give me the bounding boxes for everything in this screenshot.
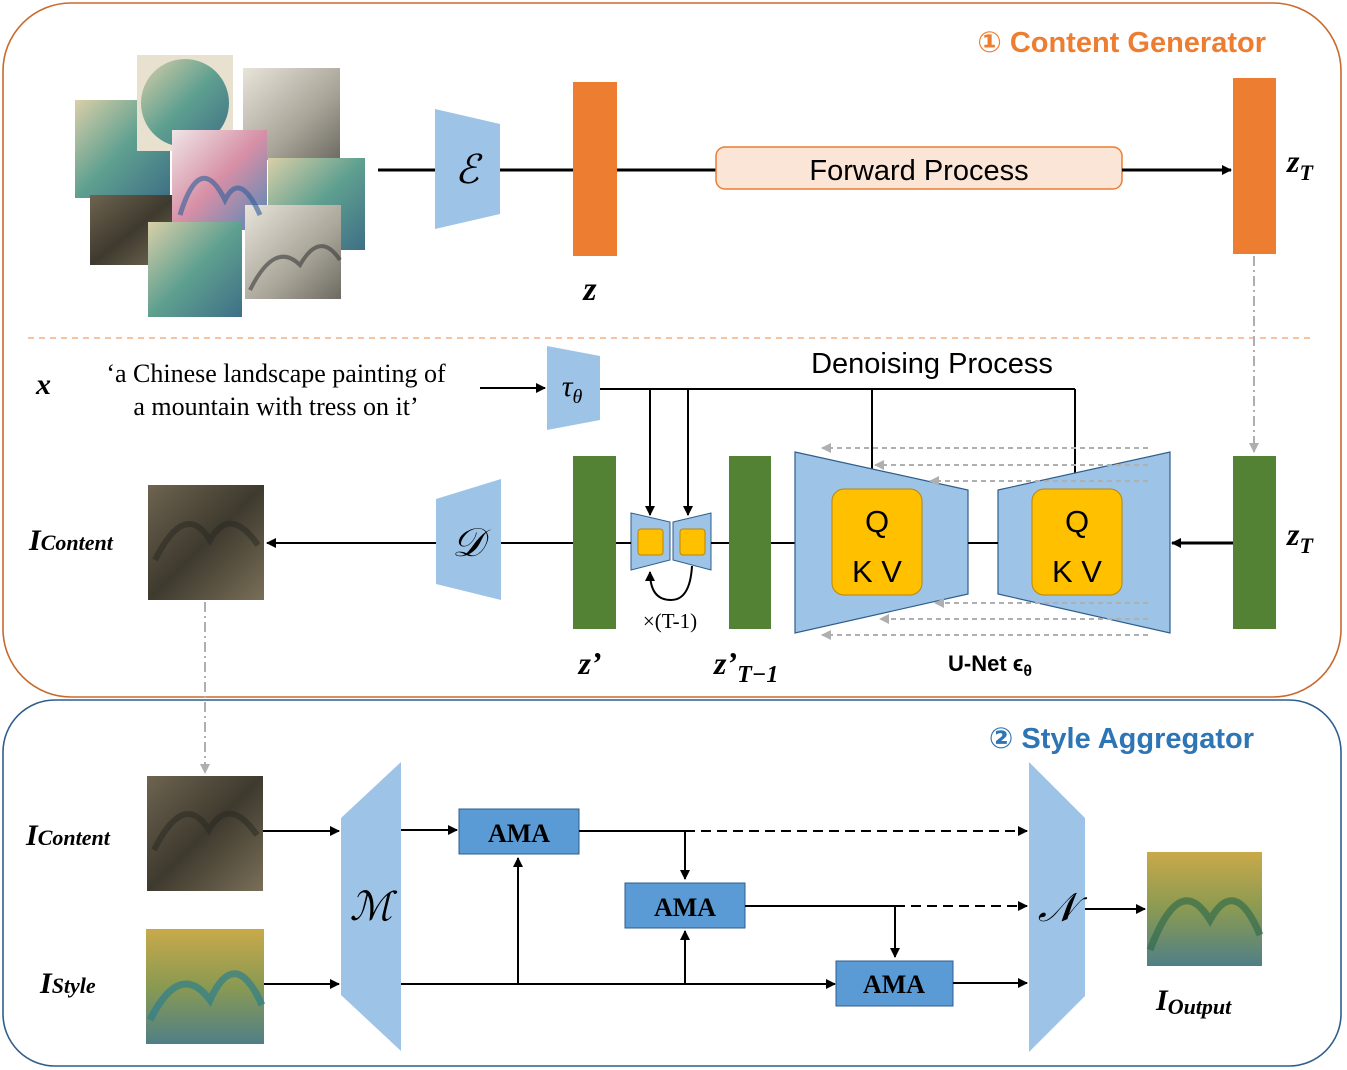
content-input-subscript: Content	[38, 825, 111, 850]
cross-attention-block-2	[1031, 488, 1123, 596]
content-image-subscript: Content	[41, 530, 114, 555]
text-encoder-trapezoid	[547, 346, 600, 430]
encoder-trapezoid	[435, 109, 500, 229]
style-decoder-trapezoid	[1029, 762, 1085, 1052]
training-paintings-collage	[75, 55, 365, 317]
encoder-symbol: ℰ	[455, 147, 483, 193]
attention-1-kv: K V	[852, 554, 902, 589]
latent-z	[573, 82, 617, 256]
style-input-label: IStyle	[39, 967, 96, 1000]
ama-block-1[interactable]	[458, 808, 580, 855]
unet-label-subscript: θ	[1023, 663, 1032, 680]
output-image-subscript: Output	[1168, 994, 1232, 1019]
decoder-trapezoid	[436, 479, 501, 600]
text-encoder-label: τθ	[562, 370, 583, 408]
content-generator-title: ① Content Generator	[977, 27, 1266, 59]
style-image-mountains	[146, 970, 266, 1022]
style-encoder-trapezoid	[341, 762, 401, 1051]
latent-zT	[1233, 78, 1276, 254]
output-image-label: IOutput	[1155, 984, 1232, 1019]
loop-arrow	[645, 565, 693, 602]
forward-process-box	[715, 146, 1123, 190]
style-aggregator-title: ② Style Aggregator	[989, 723, 1254, 755]
text-encoder-subscript: θ	[572, 386, 582, 408]
latent-z-prime-T1-subscript: T−1	[737, 662, 778, 688]
attention-2-q: Q	[1065, 504, 1089, 539]
latent-z-prime-T1-label: z’T−1	[713, 645, 778, 688]
text-condition-symbol: x	[35, 368, 51, 401]
style-aggregator-panel	[2, 699, 1342, 1067]
latent-zT-label: zT	[1286, 143, 1314, 185]
latent-zT-subscript: T	[1299, 160, 1314, 185]
painting-mountain-strokes	[177, 175, 263, 217]
style-image-input	[146, 929, 264, 1044]
output-image-mountains	[1146, 897, 1264, 952]
denoising-process-label: Denoising Process	[811, 348, 1053, 380]
content-image-ink-strokes	[152, 520, 261, 562]
attention-1-q: Q	[865, 504, 889, 539]
content-input-label: IContent	[25, 819, 111, 852]
latent-z-prime-label: z’	[577, 645, 601, 681]
painting-round-fan	[141, 59, 229, 147]
latent-zT-noisy-label: zT	[1286, 516, 1314, 558]
style-encoder-symbol: ℳ	[350, 884, 398, 930]
latent-zT-noisy-subscript: T	[1299, 533, 1314, 558]
content-input-ink-strokes	[151, 810, 260, 852]
small-attention-block-2	[679, 528, 706, 556]
ama-block-3[interactable]	[835, 960, 954, 1007]
content-generator-panel	[2, 2, 1342, 698]
content-image-label: IContent	[28, 524, 114, 557]
latent-z-label: z	[582, 271, 597, 308]
ama-block-2[interactable]	[624, 882, 746, 929]
unet-label: U-Net ϵθ	[948, 651, 1032, 680]
painting-thumbnail	[148, 222, 242, 317]
prompt-line-1: ‘a Chinese landscape painting of	[106, 359, 446, 388]
forward-process-label: Forward Process	[809, 155, 1028, 187]
prompt-line-2: a mountain with tress on it’	[133, 392, 418, 421]
ama-block-3-label: AMA	[863, 970, 925, 999]
style-input-subscript: Style	[52, 973, 96, 998]
small-attention-block-1	[637, 528, 664, 556]
latent-z-prime-T1	[729, 456, 771, 629]
latent-zT-noisy	[1233, 456, 1276, 629]
attention-2-kv: K V	[1052, 554, 1102, 589]
cross-attention-block-1	[831, 488, 923, 596]
loop-label: ×(T-1)	[643, 609, 697, 633]
ama-block-1-label: AMA	[488, 819, 550, 848]
ama-block-2-label: AMA	[654, 893, 716, 922]
painting-mountain-strokes	[248, 244, 342, 291]
painting-thumbnail	[245, 205, 341, 299]
latent-z-prime	[573, 456, 616, 629]
